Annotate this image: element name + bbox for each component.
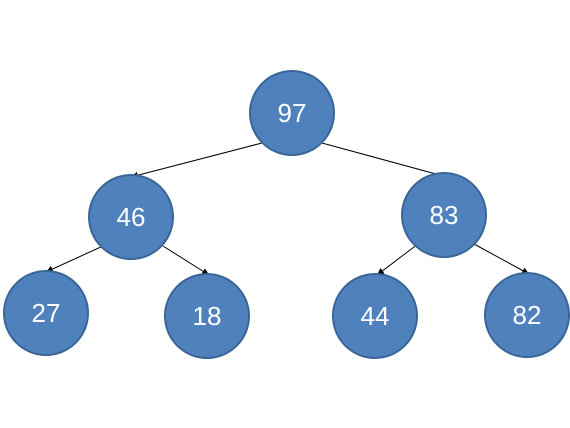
edge-83-82 xyxy=(473,243,530,275)
tree-node-97: 97 xyxy=(249,70,335,156)
node-circle xyxy=(3,270,89,356)
edge-line xyxy=(321,142,448,179)
edge-line xyxy=(473,243,530,275)
node-label: 46 xyxy=(117,202,146,232)
tree-node-27: 27 xyxy=(3,270,89,356)
node-circle xyxy=(88,174,174,260)
tree-node-46: 46 xyxy=(88,174,174,260)
node-label: 44 xyxy=(361,301,390,331)
tree-node-82: 82 xyxy=(484,272,570,358)
node-circle xyxy=(401,172,487,258)
tree-node-44: 44 xyxy=(332,273,418,359)
edge-97-83 xyxy=(321,142,448,179)
edge-97-46 xyxy=(130,142,263,179)
tree-node-83: 83 xyxy=(401,172,487,258)
node-label: 18 xyxy=(193,301,222,331)
edge-46-27 xyxy=(45,245,104,273)
edge-83-44 xyxy=(376,243,419,276)
edge-line xyxy=(162,245,210,276)
node-label: 82 xyxy=(513,300,542,330)
edge-46-18 xyxy=(162,245,210,276)
node-circle xyxy=(332,273,418,359)
edge-line xyxy=(376,243,419,276)
edge-line xyxy=(45,245,104,273)
edge-line xyxy=(130,142,263,179)
node-label: 83 xyxy=(430,200,459,230)
node-label: 97 xyxy=(278,98,307,128)
node-circle xyxy=(164,273,250,359)
tree-node-18: 18 xyxy=(164,273,250,359)
node-label: 27 xyxy=(32,298,61,328)
node-circle xyxy=(249,70,335,156)
node-circle xyxy=(484,272,570,358)
